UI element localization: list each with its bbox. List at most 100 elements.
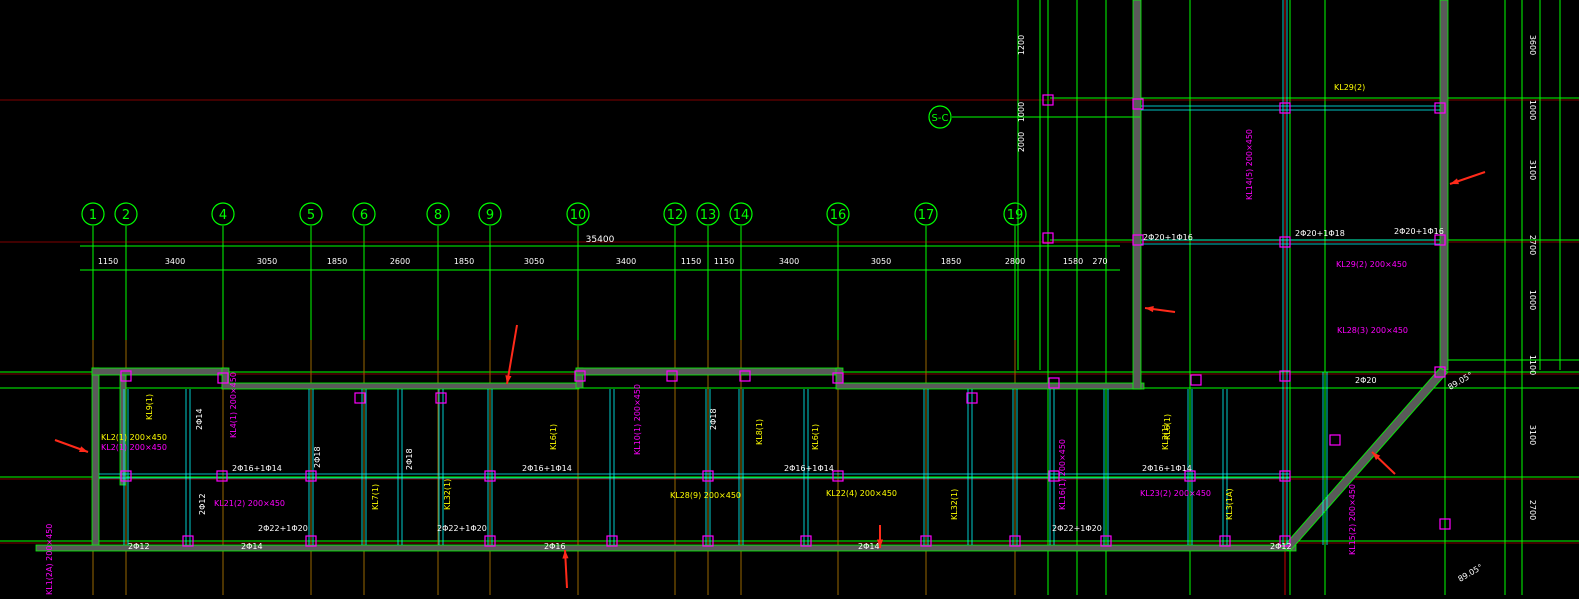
column: [1009, 535, 1021, 547]
dimension-text: 1850: [327, 257, 347, 266]
red-arrow-head: [562, 550, 569, 559]
column: [182, 535, 194, 547]
red-arrow-head: [1372, 452, 1381, 461]
red-arrows: [54, 171, 1486, 589]
dimension-text: 1850: [454, 257, 474, 266]
yellow-beam-label: KL2(1) 200×450: [101, 433, 167, 442]
dimension-text: 3400: [165, 257, 185, 266]
dimension-text: 270: [1092, 257, 1107, 266]
column: [354, 392, 366, 404]
magenta-beam-label: KL1(2A) 200×450: [45, 524, 54, 595]
column: [1279, 236, 1291, 248]
column: [217, 372, 229, 384]
rebar-note: 2Φ20+1Φ16: [1394, 227, 1444, 236]
red-arrow-head: [79, 446, 88, 453]
magenta-beam-label: KL21(2) 200×450: [214, 499, 285, 508]
red-arrow: [506, 324, 518, 385]
dimension-text: 3050: [871, 257, 891, 266]
column: [1048, 377, 1060, 389]
column: [1184, 470, 1196, 482]
axis-bubble: [729, 202, 753, 226]
side-axis-bubble: S-C: [928, 105, 1140, 129]
axis-bubble: [299, 202, 323, 226]
yellow-beam-label: KL32(1): [443, 479, 452, 510]
column: [1439, 518, 1451, 530]
dimension-text: 3050: [257, 257, 277, 266]
rebar-note: 2Φ18: [709, 408, 718, 430]
rebar-note: 2Φ12: [1270, 542, 1292, 551]
axis-bubble-label: 14: [733, 208, 750, 223]
wall-left: [91, 367, 100, 549]
column: [1132, 234, 1144, 246]
magenta-beam-label: KL14(5) 200×450: [1245, 129, 1254, 200]
column: [702, 470, 714, 482]
column: [920, 535, 932, 547]
dimension-text: 2600: [390, 257, 410, 266]
yellow-beam-label: KL8(1): [755, 419, 764, 445]
column: [1100, 535, 1112, 547]
yellow-beam-label: KL7(1): [371, 484, 380, 510]
rebar-note: 2Φ16: [544, 542, 566, 551]
axis-bubble: [566, 202, 590, 226]
rebar-note: 2Φ14: [858, 542, 880, 551]
column: [832, 470, 844, 482]
yellow-beam-label: KL3(1): [1161, 424, 1170, 450]
column: [1132, 98, 1144, 110]
yellow-beam-label: KL9(1): [145, 394, 154, 420]
axis-bubble-label: 19: [1007, 208, 1024, 223]
column: [574, 370, 586, 382]
magenta-beam-label: KL16(1) 200×450: [1058, 439, 1067, 510]
column: [1279, 470, 1291, 482]
rebar-note: 2Φ20: [1355, 376, 1377, 385]
wall-bottom: [35, 544, 1297, 552]
rebar-note: 2Φ16+1Φ14: [522, 464, 572, 473]
yellow-beam-label: KL6(1): [1163, 414, 1172, 440]
right-dimension-text: 3100: [1528, 425, 1537, 445]
wall-top-d: [835, 382, 1145, 390]
column: [1279, 102, 1291, 114]
axis-bubble: [211, 202, 235, 226]
vertical-dimension-text: 1000: [1017, 102, 1026, 122]
axis-bubble-label: 16: [830, 208, 847, 223]
column: [966, 392, 978, 404]
column: [435, 392, 447, 404]
column: [702, 535, 714, 547]
rebar-note: 2Φ16+1Φ14: [1142, 464, 1192, 473]
magenta-beam-label: KL4(1) 200×450: [229, 372, 238, 438]
column: [606, 535, 618, 547]
axis-bubble-label: 17: [918, 208, 935, 223]
axis-bubble: [352, 202, 376, 226]
right-dimension-text: 1000: [1528, 290, 1537, 310]
magenta-beam-label: KL15(2) 200×450: [1348, 484, 1357, 555]
yellow-beam-label: KL28(9) 200×450: [670, 491, 741, 500]
axis-bubble: [81, 202, 105, 226]
column: [1042, 94, 1054, 106]
column: [484, 535, 496, 547]
column: [216, 470, 228, 482]
rebar-note: 2Φ20+1Φ16: [1143, 233, 1193, 242]
column: [1434, 366, 1446, 378]
magenta-beam-label: KL23(2) 200×450: [1140, 489, 1211, 498]
dimension-text: 3400: [616, 257, 636, 266]
column: [1042, 232, 1054, 244]
magenta-beam-label: KL29(2) 200×450: [1336, 260, 1407, 269]
axis-bubble-label: 1: [89, 208, 97, 223]
rebar-note: 2Φ16+1Φ14: [784, 464, 834, 473]
column: [305, 535, 317, 547]
wall-right-b: [1439, 0, 1449, 371]
dimension-text: 3400: [779, 257, 799, 266]
rebar-note: 2Φ18: [405, 448, 414, 470]
axis-bubble: [478, 202, 502, 226]
yellow-beam-label: KL3(1A): [1225, 488, 1234, 520]
rebar-note: 2Φ18: [313, 446, 322, 468]
red-arrow-head: [876, 539, 884, 548]
yellow-beam-label: KL32(1): [950, 489, 959, 520]
axis-bubble: [663, 202, 687, 226]
axis-bubble: [826, 202, 850, 226]
axis-bubble-label: 13: [700, 208, 717, 223]
side-bubble-label: S-C: [932, 113, 949, 124]
rebar-note: 2Φ22+1Φ20: [437, 524, 487, 533]
dimension-text: 3050: [524, 257, 544, 266]
